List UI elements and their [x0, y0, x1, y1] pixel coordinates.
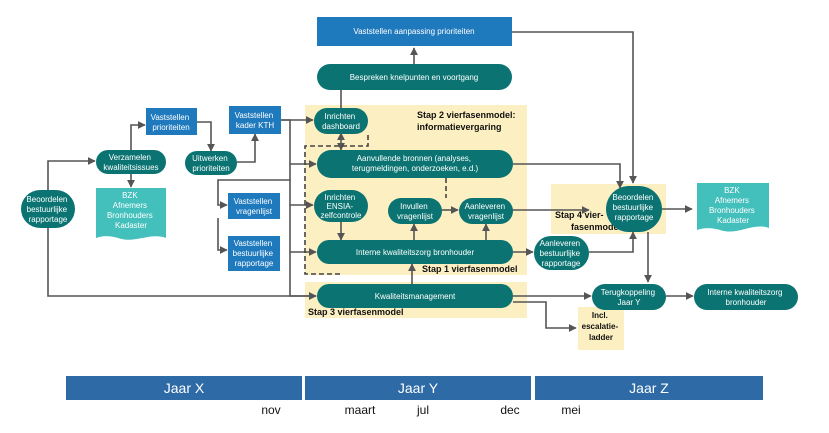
terugkoppeling-ellipse: [592, 284, 666, 310]
vaststellen-aanpassing-label: Vaststellen aanpassing prioriteiten: [353, 27, 474, 36]
vaststellen-vragenlijst-label: Vaststellen vragenlijst: [234, 197, 275, 216]
invullen-vragenlijst-label: Invullen vragenlijst: [397, 202, 434, 221]
vaststellen-aanpassing-box: [317, 17, 512, 46]
vaststellen-vragenlijst-box: [228, 193, 280, 219]
aanleveren-vragenlijst-ellipse: [459, 198, 513, 224]
inrichten-ensia-ellipse: [314, 190, 368, 222]
year-y-label: Jaar Y: [398, 380, 439, 396]
vaststellen-bestuurlijke-box: [228, 236, 280, 271]
escalatie-background: [578, 307, 624, 350]
month-nov: nov: [261, 403, 280, 417]
aanleveren-bestuurlijke-ellipse: [534, 236, 589, 270]
kwaliteitsmanagement-label: Kwaliteitsmanagement: [375, 292, 456, 301]
bzk-right-label: BZK Afnemers Bronhouders Kadaster: [709, 186, 757, 225]
verzamelen-ellipse: [96, 150, 166, 174]
aanvullende-bronnen-ellipse: [317, 150, 513, 178]
month-mei: mei: [561, 403, 580, 417]
vaststellen-bestuurlijke-label: Vaststellen bestuurlijke rapportage: [233, 239, 276, 268]
inrichten-dashboard-ellipse: [314, 108, 368, 134]
interne-kwaliteitszorg-ellipse: [317, 240, 513, 264]
beoordelen-right-label: Beoordelen bestuurlijke rapportage: [612, 193, 655, 222]
inrichten-ensia-label: Inrichten ENSIA- zelfcontrole: [321, 193, 362, 220]
bespreken-ellipse: [317, 64, 512, 90]
month-dec: dec: [500, 403, 519, 417]
year-x-label: Jaar X: [164, 380, 205, 396]
year-y-bar: [305, 376, 531, 400]
month-jul: jul: [416, 403, 429, 417]
invullen-vragenlijst-ellipse: [388, 198, 442, 224]
year-z-bar: [535, 376, 763, 400]
vaststellen-prioriteiten-box: [146, 108, 197, 135]
bzk-right-document: [697, 183, 769, 232]
uitwerken-ellipse: [185, 151, 237, 175]
year-z-label: Jaar Z: [629, 380, 669, 396]
year-x-bar: [66, 376, 302, 400]
stap4-label: Stap 4 vier- fasenmodel: [555, 210, 621, 232]
month-maart: maart: [345, 403, 376, 417]
interne-kwaliteitszorg-right-label: Interne kwaliteitszorg bronhouder: [707, 288, 784, 307]
bzk-left-document: [96, 188, 166, 240]
uitwerken-label: Uitwerken prioriteiten: [192, 154, 230, 173]
stap3-label: Stap 3 vierfasenmodel: [308, 307, 404, 317]
stap1-label: Stap 1 vierfasenmodel: [422, 264, 518, 274]
bzk-left-label: BZK Afnemers Bronhouders Kadaster: [107, 191, 155, 230]
aanleveren-bestuurlijke-label: Aanleveren bestuurlijke rapportage: [540, 239, 583, 268]
beoordelen-left-ellipse: [21, 190, 75, 228]
stap2-label: Stap 2 vierfasenmodel: informatievergari…: [417, 110, 518, 132]
aanvullende-bronnen-label: Aanvullende bronnen (analyses, terugmeld…: [352, 154, 479, 173]
vaststellen-kader-label: Vaststellen kader KTH: [235, 111, 276, 130]
dashed-feedback-line: [304, 135, 447, 275]
vaststellen-prioriteiten-label: Vaststellen prioriteiten: [151, 113, 192, 132]
terugkoppeling-label: Terugkoppeling Jaar Y: [601, 288, 658, 307]
vaststellen-kader-box: [229, 106, 281, 134]
beoordelen-left-label: Beoordelen bestuurlijke rapportage: [26, 195, 69, 224]
bespreken-label: Bespreken knelpunten en voortgang: [350, 73, 479, 82]
kwaliteitsmanagement-ellipse: [317, 284, 513, 308]
escalatieladder-label: Incl. escalatie- ladder: [582, 311, 621, 342]
inrichten-dashboard-label: Inrichten dashboard: [322, 112, 360, 131]
beoordelen-right-ellipse: [606, 186, 662, 232]
verzamelen-label: Verzamelen kwaliteitsissues: [103, 153, 158, 172]
interne-kwaliteitszorg-right-ellipse: [694, 284, 798, 310]
interne-kwaliteitszorg-label: Interne kwaliteitszorg bronhouder: [356, 248, 475, 257]
aanleveren-vragenlijst-label: Aanleveren vragenlijst: [465, 202, 508, 221]
